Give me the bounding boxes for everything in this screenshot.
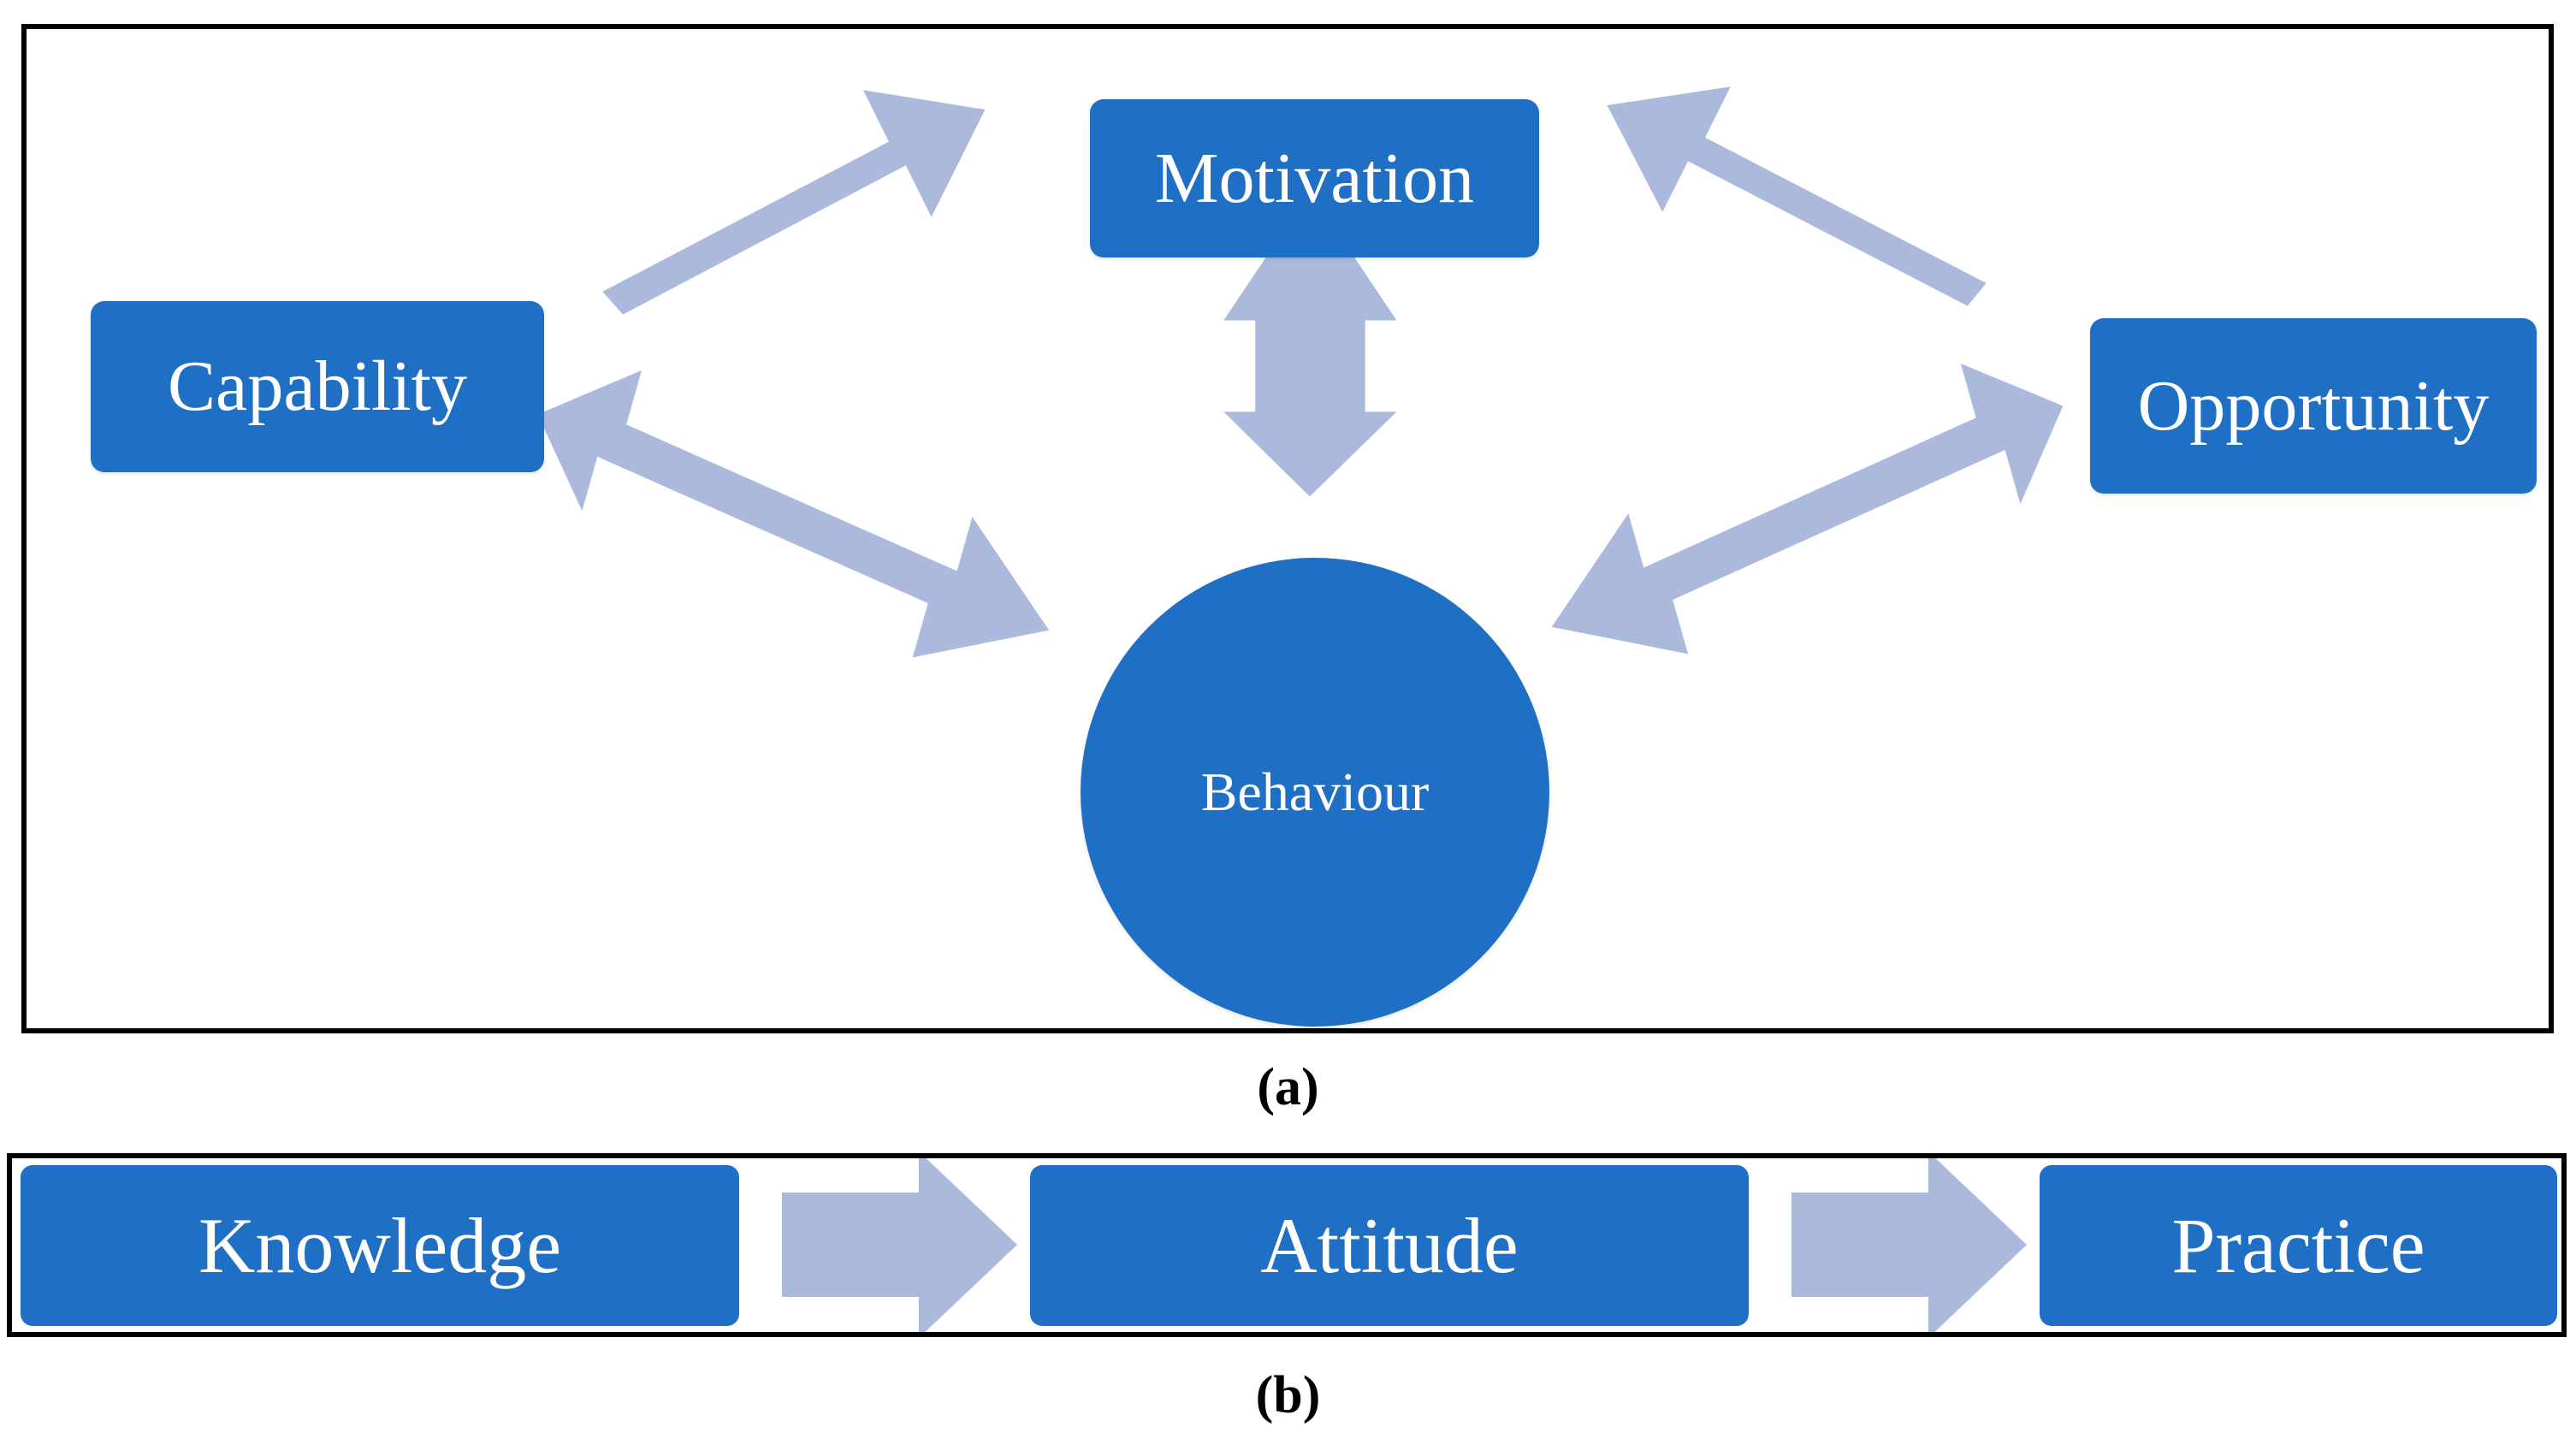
node-behaviour[interactable]: Behaviour <box>1081 558 1549 1027</box>
kap-step-practice-label: Practice <box>2171 1202 2425 1289</box>
node-motivation[interactable]: Motivation <box>1090 99 1539 257</box>
arrow-behaviour-opportunity <box>1551 363 2064 654</box>
arrow-knowledge-to-attitude <box>782 1158 1017 1332</box>
kap-step-attitude[interactable]: Attitude <box>1030 1165 1749 1326</box>
kap-step-knowledge[interactable]: Knowledge <box>21 1165 739 1326</box>
panel-a-caption: (a) <box>1257 1058 1319 1116</box>
kap-step-attitude-label: Attitude <box>1260 1202 1519 1289</box>
node-opportunity[interactable]: Opportunity <box>2090 318 2537 494</box>
node-capability-label: Capability <box>168 346 467 426</box>
arrow-attitude-to-practice <box>1791 1158 2027 1332</box>
panel-a-arrows-layer <box>537 86 2064 658</box>
panel-a-com-b-model: Capability Motivation Opportunity Behavi… <box>21 24 2554 1033</box>
panel-b-arrows-layer <box>782 1158 2027 1332</box>
arrow-motivation-behaviour <box>1223 234 1397 497</box>
node-motivation-label: Motivation <box>1154 138 1475 218</box>
arrow-capability-behaviour <box>537 370 1050 658</box>
arrow-opportunity-to-motivation <box>1607 86 1987 306</box>
panel-b-caption: (b) <box>1255 1366 1321 1424</box>
node-behaviour-label: Behaviour <box>1200 761 1430 822</box>
node-opportunity-label: Opportunity <box>2137 365 2490 446</box>
kap-step-practice[interactable]: Practice <box>2040 1165 2557 1326</box>
kap-step-knowledge-label: Knowledge <box>198 1202 562 1289</box>
arrow-capability-to-motivation <box>602 90 986 315</box>
panel-b-kap-model: Knowledge Attitude Practice <box>7 1153 2567 1337</box>
node-capability[interactable]: Capability <box>91 301 544 472</box>
